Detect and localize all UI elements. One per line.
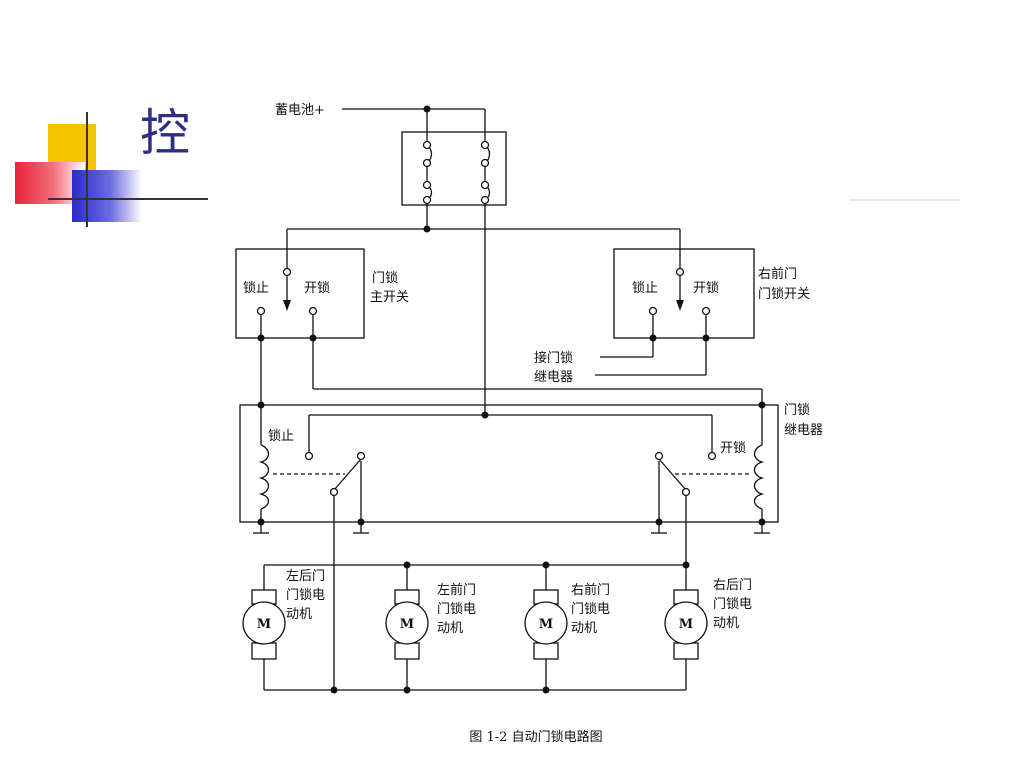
deco-vertical-line: [86, 112, 88, 227]
motor-right-rear: M: [664, 565, 708, 690]
motor-label-line2: 门锁电: [437, 601, 476, 617]
motor-left-front: M: [385, 565, 429, 690]
motor-label-line3: 动机: [713, 616, 739, 631]
diagram-caption: 图 1-2 自动门锁电路图: [469, 729, 602, 745]
motor-label-line2: 门锁电: [571, 601, 610, 617]
motor-symbol: M: [679, 617, 693, 632]
motor-label-line2: 门锁电: [713, 596, 752, 612]
motor-symbol: M: [257, 617, 271, 632]
motor-label-line1: 左前门: [437, 582, 476, 598]
right-switch-name-line1: 右前门: [758, 266, 797, 282]
motor-left-rear: M: [242, 565, 286, 690]
motor-label-line3: 动机: [286, 607, 312, 622]
battery-label: 蓄电池+: [275, 103, 325, 118]
left-switch-lock-label: 锁止: [243, 280, 269, 296]
door-lock-circuit-diagram: M M M M 蓄电池+ 锁止 开锁: [230, 95, 850, 760]
title-decoration: [10, 112, 208, 227]
motor-label-line3: 动机: [571, 621, 597, 636]
motor-label-line1: 左后门: [286, 569, 325, 584]
deco-blue-square: [72, 170, 142, 222]
motor-label-line1: 右前门: [571, 582, 610, 598]
motor-right-front: M: [524, 565, 568, 690]
relay-name-line2: 继电器: [784, 423, 823, 438]
slide-title: 控: [140, 104, 190, 162]
motor-symbol: M: [400, 617, 414, 632]
deco-horizontal-line: [48, 198, 208, 200]
title-underline-faint: [840, 199, 960, 201]
motor-symbol: M: [539, 617, 553, 632]
motor-label-line2: 门锁电: [286, 587, 325, 603]
motor-label-line1: 右后门: [713, 578, 752, 593]
right-switch-lock-label: 锁止: [632, 280, 658, 296]
left-switch-name-line1: 门锁: [372, 270, 398, 286]
left-switch-name-line2: 主开关: [370, 290, 409, 305]
relay-ref-line2: 继电器: [534, 370, 573, 385]
relay-name-line1: 门锁: [784, 402, 810, 418]
relay-unlock-label: 开锁: [720, 440, 746, 456]
motor-label-line3: 动机: [437, 621, 463, 636]
left-switch-unlock-label: 开锁: [304, 280, 330, 296]
relay-ref-line1: 接门锁: [534, 350, 573, 366]
right-switch-name-line2: 门锁开关: [758, 286, 810, 302]
relay-lock-label: 锁止: [268, 428, 294, 444]
right-switch-unlock-label: 开锁: [693, 280, 719, 296]
